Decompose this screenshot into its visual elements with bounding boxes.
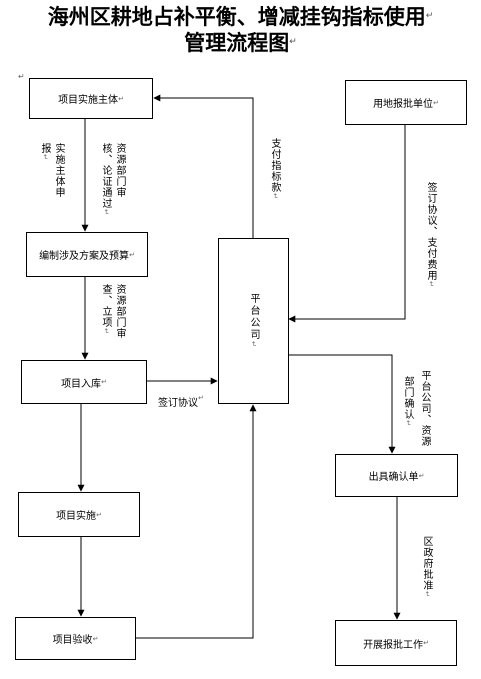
label-sign-agreement: 签订协议↵ (158, 394, 204, 409)
paragraph-mark-icon: ↵ (18, 72, 25, 81)
compile-plan-box: 编制涉及方案及预算↵ (26, 232, 148, 277)
label-report-col1: 报↵ (39, 143, 50, 161)
label-sign-agreement-fee: 签订协议、支付费用↵ (425, 182, 436, 288)
project-implementation-box: 项目实施↵ (18, 492, 140, 537)
platform-company-box: 平台公司↵ (218, 238, 289, 404)
paragraph-mark-icon: ↵ (425, 11, 434, 21)
label-district-approval: 区政府批准↵ (421, 536, 432, 598)
label-dept-confirm-col2: 平台公司、资源 (419, 370, 430, 447)
page-title-line2: 管理流程图↵ (184, 30, 297, 55)
label-pay-indicator: 支付指标款↵ (269, 138, 280, 200)
project-acceptance-box: 项目验收↵ (15, 617, 136, 660)
project-entity-box: 项目实施主体↵ (29, 78, 153, 119)
label-report-col2: 实施主体申 (53, 143, 64, 198)
land-unit-box: 用地报批单位↵ (345, 80, 467, 125)
project-library-box: 项目入库↵ (21, 360, 147, 404)
approval-work-box: 开展报批工作↵ (335, 620, 457, 666)
label-check-col1: 查、立项↵ (100, 284, 111, 335)
page-title-line1: 海州区耕地占补平衡、增减挂钩指标使用↵ (47, 4, 434, 29)
paragraph-mark-icon: ↵ (289, 37, 297, 47)
label-review-col1: 核、论证通过↵ (100, 143, 111, 216)
label-dept-confirm-col1: 部门确认↵ (402, 376, 413, 427)
label-check-col2: 资源部门审 (114, 284, 125, 339)
confirmation-form-box: 出具确认单↵ (335, 454, 458, 497)
label-review-col2: 资源部门审 (114, 143, 125, 198)
